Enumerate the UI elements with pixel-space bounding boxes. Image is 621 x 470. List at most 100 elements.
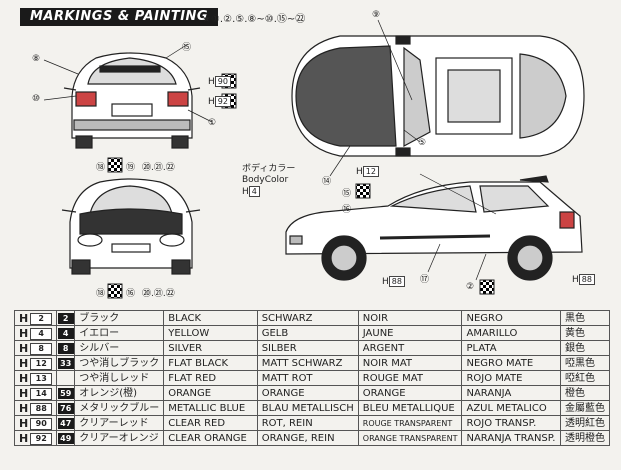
- color-name-fr: BLEU METALLIQUE: [357, 400, 463, 416]
- b-code-cell: 59: [56, 385, 76, 401]
- color-name-de: SILBER: [256, 340, 359, 356]
- color-name-de: GELB: [256, 325, 359, 341]
- callout-1: ①: [208, 118, 217, 128]
- b-code-cell: 47: [56, 415, 76, 431]
- color-name-jp: つや消しブラック: [74, 355, 165, 371]
- b-code-cell: 33: [56, 355, 76, 371]
- color-name-fr: ORANGE: [357, 385, 463, 401]
- front-view-car: [61, 178, 201, 275]
- b-code-cell: 76: [56, 400, 76, 416]
- color-name-de: ROT, REIN: [256, 415, 359, 431]
- color-name-es: ROJO TRANSP.: [461, 415, 561, 431]
- color-name-es: NEGRO: [461, 310, 561, 326]
- b-code-cell: [56, 370, 76, 386]
- callout-17: ⑰: [420, 275, 430, 285]
- color-name-de: SCHWARZ: [256, 310, 359, 326]
- color-name-de: ORANGE: [256, 385, 359, 401]
- color-name-jp: シルバー: [74, 340, 165, 356]
- color-name-fr: ROUGE TRANSPARENT: [357, 415, 463, 431]
- color-name-es: ROJO MATE: [461, 370, 561, 386]
- color-name-de: ORANGE, REIN: [256, 430, 359, 446]
- color-name-fr: ARGENT: [357, 340, 463, 356]
- callout-8: ⑧: [32, 54, 41, 64]
- color-name-jp: メタリックブルー: [74, 400, 165, 416]
- b-code-cell: 8: [56, 340, 76, 356]
- color-name-es: NARANJA TRANSP.: [461, 430, 561, 446]
- leader-lines: [43, 19, 497, 281]
- callout-16: ⑯: [342, 205, 352, 215]
- color-name-fr: ROUGE MAT: [357, 370, 463, 386]
- title-banner: MARKINGS & PAINTING: [20, 8, 219, 26]
- checker-decal: [479, 279, 495, 295]
- callout-5: ⑤: [418, 138, 427, 148]
- rear-view-car: [63, 52, 201, 149]
- color-name-en: YELLOW: [163, 325, 258, 341]
- color-name-en: CLEAR ORANGE: [163, 430, 258, 446]
- callout-18a: ⑱: [96, 163, 106, 173]
- color-name-jp: つや消しレッド: [74, 370, 165, 386]
- color-name-en: FLAT RED: [163, 370, 258, 386]
- color-name-fr: JAUNE: [357, 325, 463, 341]
- color-name-jp: ブラック: [74, 310, 165, 326]
- callout-14: ⑭: [322, 177, 332, 187]
- color-name-de: MATT SCHWARZ: [256, 355, 359, 371]
- color-name-en: SILVER: [163, 340, 258, 356]
- color-name-fr: ORANGE TRANSPARENT: [357, 430, 463, 446]
- callout-20-22b: ⑳.㉑.㉒: [142, 289, 175, 299]
- color-name-zh: 黄色: [560, 325, 610, 341]
- color-name-en: METALLIC BLUE: [163, 400, 258, 416]
- color-name-en: FLAT BLACK: [163, 355, 258, 371]
- color-name-zh: 銀色: [560, 340, 610, 356]
- b-code-cell: 49: [56, 430, 76, 446]
- callout-10: ⑩: [32, 94, 41, 104]
- color-name-de: BLAU METALLISCH: [256, 400, 359, 416]
- color-name-es: NEGRO MATE: [461, 355, 561, 371]
- color-name-es: NARANJA: [461, 385, 561, 401]
- b-code-cell: 2: [56, 310, 76, 326]
- color-name-jp: クリアーオレンジ: [74, 430, 165, 446]
- callout-2: ②: [466, 282, 475, 292]
- checker-decal: [355, 183, 371, 199]
- color-name-en: ORANGE: [163, 385, 258, 401]
- color-name-jp: イエロー: [74, 325, 165, 341]
- callout-19: ⑲: [126, 163, 136, 173]
- checker-decal: [107, 283, 123, 299]
- callout-15b: ⑮: [342, 189, 352, 199]
- color-name-en: CLEAR RED: [163, 415, 258, 431]
- color-name-zh: 啞黒色: [560, 355, 610, 371]
- checker-decal: [107, 157, 123, 173]
- color-name-zh: 黒色: [560, 310, 610, 326]
- car-diagram-area: MARKINGS & PAINTING ★①.②.⑤.⑧~⑩.⑮~㉒: [20, 8, 595, 299]
- color-name-zh: 橙色: [560, 385, 610, 401]
- callout-18b: ⑱: [96, 289, 106, 299]
- color-name-es: AZUL METALICO: [461, 400, 561, 416]
- b-code-cell: 4: [56, 325, 76, 341]
- top-view-car: [291, 35, 585, 157]
- callout-9: ⑨: [372, 10, 381, 20]
- callout-20-22a: ⑳.㉑.㉒: [142, 163, 175, 173]
- color-name-fr: NOIR: [357, 310, 463, 326]
